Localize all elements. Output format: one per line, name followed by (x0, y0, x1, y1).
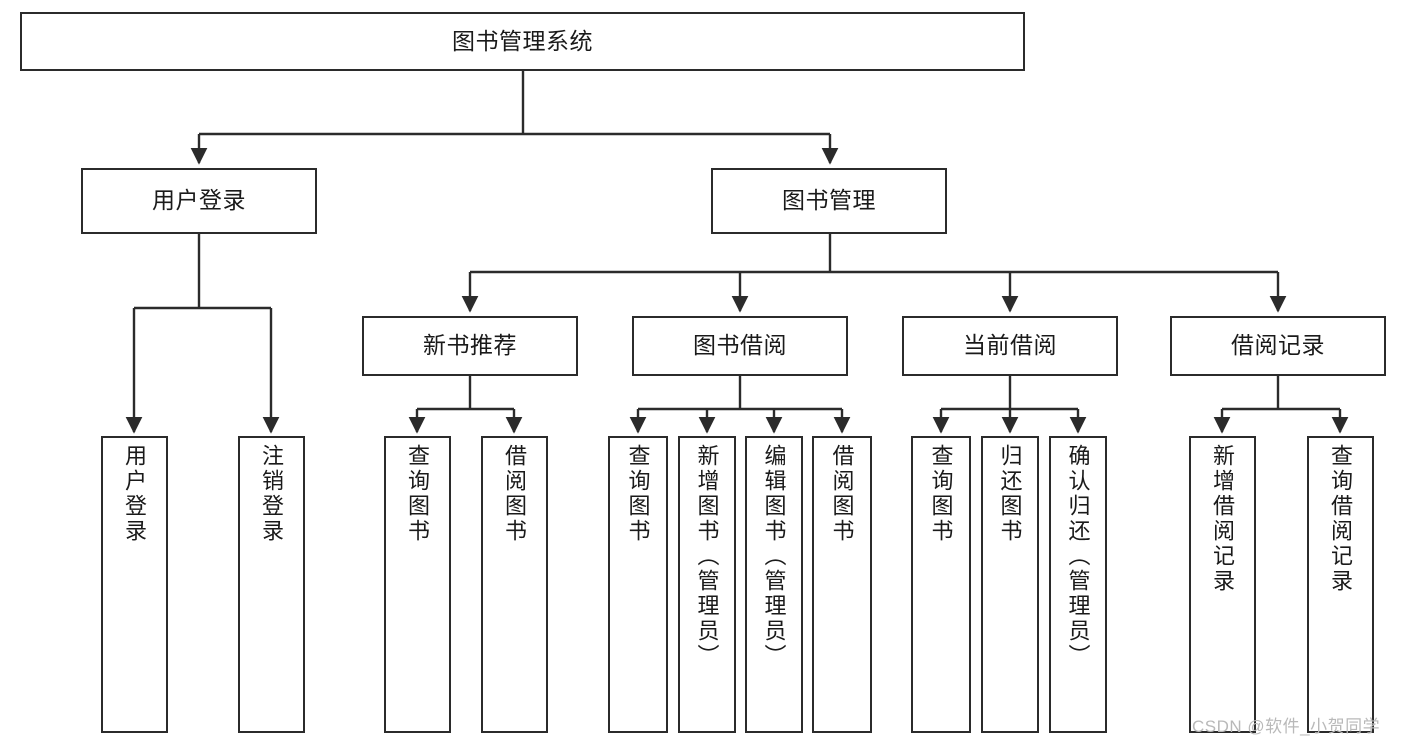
node-leaf-query-book-2[interactable]: 查询图书 (608, 436, 668, 733)
node-book-borrow[interactable]: 图书借阅 (632, 316, 848, 376)
node-leaf-return-book[interactable]: 归还图书 (981, 436, 1039, 733)
node-borrow-record-label: 借阅记录 (1231, 332, 1325, 359)
node-current-borrow[interactable]: 当前借阅 (902, 316, 1118, 376)
node-leaf-logout-login[interactable]: 注销登录 (238, 436, 305, 733)
node-leaf-borrow-book-1-label: 借阅图书 (502, 444, 528, 544)
node-leaf-logout-login-label: 注销登录 (259, 444, 285, 544)
node-new-book-recommend[interactable]: 新书推荐 (362, 316, 578, 376)
node-leaf-add-book[interactable]: 新增图书（管理员） (678, 436, 736, 733)
node-leaf-query-record[interactable]: 查询借阅记录 (1307, 436, 1374, 733)
node-leaf-borrow-book-2[interactable]: 借阅图书 (812, 436, 872, 733)
node-leaf-user-login-label: 用户登录 (122, 444, 148, 544)
node-leaf-edit-book[interactable]: 编辑图书（管理员） (745, 436, 803, 733)
node-leaf-query-book-3-label: 查询图书 (928, 444, 954, 544)
node-leaf-query-record-label: 查询借阅记录 (1328, 444, 1354, 594)
node-root-label: 图书管理系统 (452, 27, 593, 54)
node-leaf-add-record-label: 新增借阅记录 (1210, 444, 1236, 594)
node-leaf-borrow-book-2-label: 借阅图书 (829, 444, 855, 544)
node-root[interactable]: 图书管理系统 (20, 12, 1025, 71)
node-leaf-add-record[interactable]: 新增借阅记录 (1189, 436, 1256, 733)
node-leaf-query-book-1[interactable]: 查询图书 (384, 436, 451, 733)
node-leaf-confirm-return-label: 确认归还（管理员） (1065, 444, 1091, 669)
node-borrow-record[interactable]: 借阅记录 (1170, 316, 1386, 376)
node-leaf-confirm-return[interactable]: 确认归还（管理员） (1049, 436, 1107, 733)
node-leaf-return-book-label: 归还图书 (997, 444, 1023, 544)
node-leaf-query-book-1-label: 查询图书 (405, 444, 431, 544)
node-book-management[interactable]: 图书管理 (711, 168, 947, 234)
node-leaf-add-book-label: 新增图书（管理员） (694, 444, 720, 669)
node-new-book-recommend-label: 新书推荐 (423, 332, 517, 359)
node-leaf-edit-book-label: 编辑图书（管理员） (761, 444, 787, 669)
node-leaf-query-book-2-label: 查询图书 (625, 444, 651, 544)
node-leaf-query-book-3[interactable]: 查询图书 (911, 436, 971, 733)
node-current-borrow-label: 当前借阅 (963, 332, 1057, 359)
node-user-login[interactable]: 用户登录 (81, 168, 317, 234)
node-leaf-borrow-book-1[interactable]: 借阅图书 (481, 436, 548, 733)
node-user-login-label: 用户登录 (152, 187, 246, 214)
node-book-borrow-label: 图书借阅 (693, 332, 787, 359)
node-book-management-label: 图书管理 (782, 187, 876, 214)
watermark: CSDN @软件_小贺同学 (1192, 717, 1381, 736)
node-leaf-user-login[interactable]: 用户登录 (101, 436, 168, 733)
